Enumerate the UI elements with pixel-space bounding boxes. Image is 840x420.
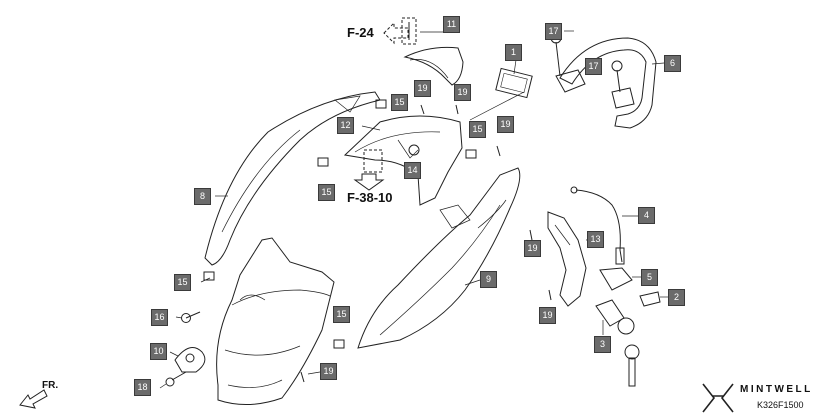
- part-13-bracket: [547, 211, 587, 307]
- callout-16: 16: [151, 309, 168, 326]
- part-6-grab-rail: [559, 37, 657, 129]
- callout-12: 12: [337, 117, 354, 134]
- part-12-rear-cover: [343, 115, 463, 206]
- brand-name: MINTWELL: [740, 384, 813, 395]
- callout-19a: 19: [414, 80, 431, 97]
- callout-10: 10: [150, 343, 167, 360]
- part-5-link: [599, 267, 633, 291]
- callout-13: 13: [587, 231, 604, 248]
- callout-15b: 15: [469, 121, 486, 138]
- arrow-f3810-icon: [353, 173, 385, 191]
- part-2-clip: [639, 291, 661, 307]
- callout-2: 2: [668, 289, 685, 306]
- reference-f3810: F-38-10: [347, 190, 393, 205]
- callout-11: 11: [443, 16, 460, 33]
- part-4-cable: [575, 189, 623, 263]
- callout-18: 18: [134, 379, 151, 396]
- brand-logo-icon: [702, 383, 734, 413]
- callout-17b: 17: [585, 58, 602, 75]
- callout-19c: 19: [497, 116, 514, 133]
- callout-19b: 19: [454, 84, 471, 101]
- callout-19f: 19: [320, 363, 337, 380]
- arrow-f24-icon: [383, 21, 409, 45]
- callout-14: 14: [404, 162, 421, 179]
- callout-15d: 15: [174, 274, 191, 291]
- callout-15e: 15: [333, 306, 350, 323]
- callout-6: 6: [664, 55, 681, 72]
- reference-f24: F-24: [347, 25, 374, 40]
- callout-19d: 19: [524, 240, 541, 257]
- front-direction-arrow-icon: [19, 389, 48, 409]
- part-3-lock-cylinder: [595, 299, 625, 327]
- callout-15c: 15: [318, 184, 335, 201]
- front-direction-label: FR.: [42, 380, 59, 391]
- callout-5: 5: [641, 269, 658, 286]
- part-9-side-panel: [357, 167, 521, 349]
- part-front-under-cover: [216, 237, 335, 406]
- part-1-emblem: [495, 67, 533, 99]
- callout-1: 1: [505, 44, 522, 61]
- callout-19e: 19: [539, 307, 556, 324]
- callout-3: 3: [594, 336, 611, 353]
- part-11-cover: [403, 46, 464, 86]
- part-10-hook: [174, 347, 206, 373]
- callout-17: 17: [545, 23, 562, 40]
- callout-4: 4: [638, 207, 655, 224]
- callout-9: 9: [480, 271, 497, 288]
- diagram-code: K326F1500: [757, 400, 804, 410]
- callout-8: 8: [194, 188, 211, 205]
- callout-15a: 15: [391, 94, 408, 111]
